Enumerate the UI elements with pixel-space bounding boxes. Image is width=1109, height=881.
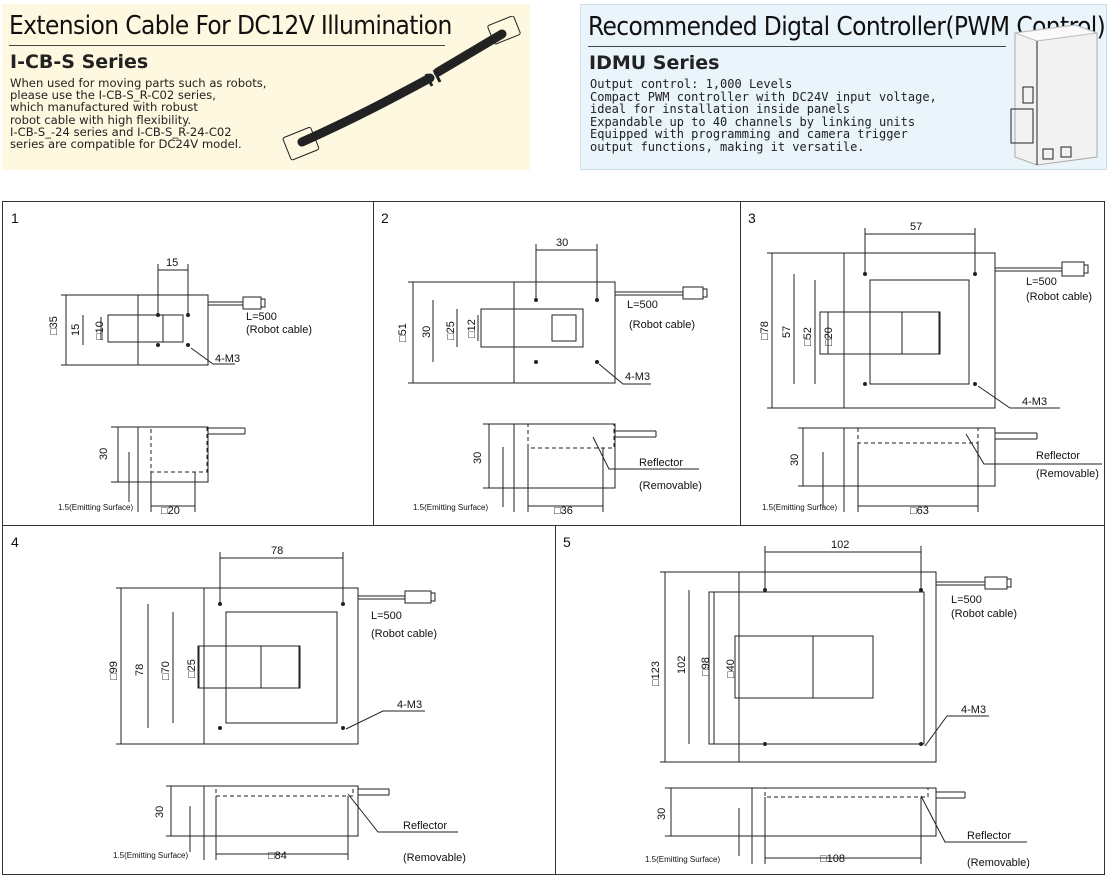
dim-pitch: 102: [676, 656, 688, 674]
dim-height: 30: [472, 452, 484, 464]
extension-cable-promo: Extension Cable For DC12V Illumination I…: [2, 4, 530, 170]
grid-divider: [740, 202, 741, 525]
reflector-note: (Removable): [1036, 468, 1099, 480]
dim-window: □20: [823, 327, 835, 346]
dim-window: □25: [186, 659, 198, 678]
screw-spec: 4-M3: [961, 704, 986, 716]
extension-cable-description: When used for moving parts such as robot…: [10, 76, 267, 152]
panel-number: 4: [11, 534, 19, 550]
panel-number: 5: [563, 534, 571, 550]
controller-promo: Recommended Digtal Controller(PWM Contro…: [580, 4, 1107, 170]
dim-outer: □123: [650, 661, 662, 686]
cable-length: L=500: [246, 311, 277, 323]
cable-type: (Robot cable): [951, 608, 1017, 620]
reflector-note: (Removable): [967, 857, 1030, 869]
cable-type: (Robot cable): [371, 628, 437, 640]
dim-outer: □78: [759, 321, 771, 340]
reflector-note: (Removable): [403, 852, 466, 864]
dim-mid: □70: [160, 661, 172, 680]
dimension-drawings-grid: 1 15 □35 15 □10 L=500 (Robot cable) 4-M3: [2, 201, 1105, 875]
screw-spec: 4-M3: [215, 353, 240, 365]
cable-length: L=500: [627, 299, 658, 311]
dim-bottom-width: □63: [910, 505, 929, 517]
dim-window: □10: [94, 321, 106, 340]
dim-bottom-width: □20: [161, 505, 180, 517]
controller-description: Output control: 1,000 Levels Compact PWM…: [590, 77, 937, 154]
dim-top-width: 102: [831, 539, 849, 551]
title-rule: [588, 46, 1006, 47]
dim-window: □40: [725, 659, 737, 678]
dim-mid: □52: [802, 327, 814, 346]
emitting-surface: 1.5(Emitting Surface): [645, 855, 720, 864]
dim-height: 30: [154, 806, 166, 818]
dim-outer: □35: [48, 316, 60, 335]
reflector-note: (Removable): [639, 480, 702, 492]
reflector-label: Reflector: [403, 820, 447, 832]
dim-bottom-width: □36: [554, 505, 573, 517]
dimension-drawing: 15 □35 15 □10 L=500 (Robot cable) 4-M3: [48, 257, 312, 517]
dim-pitch: 15: [70, 324, 82, 336]
emitting-surface: 1.5(Emitting Surface): [58, 503, 133, 512]
grid-divider: [555, 525, 556, 874]
cable-type: (Robot cable): [1026, 291, 1092, 303]
grid-divider: [373, 202, 374, 525]
screw-spec: 4-M3: [397, 699, 422, 711]
dimension-drawing: 102 □123 102 □98 □40 L=500 (Robot cable)…: [645, 539, 1030, 869]
extension-cable-image: [282, 16, 521, 161]
extension-cable-title: Extension Cable For DC12V Illumination: [9, 11, 452, 41]
dim-top-width: 78: [271, 545, 283, 557]
emitting-surface: 1.5(Emitting Surface): [113, 851, 188, 860]
dim-pitch: 57: [781, 326, 793, 338]
cable-length: L=500: [1026, 276, 1057, 288]
dim-bottom-width: □108: [820, 853, 845, 865]
reflector-label: Reflector: [1036, 450, 1080, 462]
reflector-label: Reflector: [639, 457, 683, 469]
dim-pitch: 78: [134, 664, 146, 676]
cable-length: L=500: [371, 610, 402, 622]
dim-mid: □25: [445, 321, 457, 340]
dimension-drawing: 78 □99 78 □70 □25 L=500 (Robot cable) 4-…: [108, 545, 466, 864]
cable-type: (Robot cable): [246, 324, 312, 336]
drawing-panel-3: 3 57 □78 57 □52 □20 L=500 (Robot cable) …: [740, 202, 1104, 525]
dim-outer: □99: [108, 661, 120, 680]
dimension-drawing: 57 □78 57 □52 □20 L=500 (Robot cable) 4-…: [759, 221, 1102, 517]
cable-length: L=500: [951, 594, 982, 606]
controller-series: IDMU Series: [589, 52, 720, 74]
reflector-label: Reflector: [967, 830, 1011, 842]
panel-number: 1: [11, 210, 19, 226]
drawing-panel-5: 5 102 □123 102 □98 □40 L=500 (Robot cabl…: [555, 526, 1104, 874]
dim-height: 30: [98, 448, 110, 460]
grid-divider: [3, 525, 1104, 526]
dim-window: □12: [466, 319, 478, 338]
dim-mid: □98: [700, 657, 712, 676]
dimension-drawing: 30 □51 30 □25 □12 L=500 (Robot cable) 4-…: [397, 237, 708, 517]
dim-outer: □51: [397, 323, 409, 342]
panel-number: 2: [381, 210, 389, 226]
cable-type: (Robot cable): [629, 319, 695, 331]
screw-spec: 4-M3: [1022, 396, 1047, 408]
dim-top-width: 57: [910, 221, 922, 233]
title-rule: [9, 45, 445, 46]
drawing-panel-4: 4 78 □99 78 □70 □25 L=500 (Robot cable) …: [3, 526, 555, 874]
dim-bottom-width: □84: [268, 850, 287, 862]
dim-top-width: 30: [556, 237, 568, 249]
dim-top-width: 15: [166, 257, 178, 269]
drawing-panel-2: 2 30 □51 30 □25 □12 L=500 (Robot cable) …: [373, 202, 740, 525]
emitting-surface: 1.5(Emitting Surface): [413, 503, 488, 512]
extension-cable-series: I-CB-S Series: [10, 51, 149, 73]
panel-number: 3: [748, 210, 756, 226]
drawing-panel-1: 1 15 □35 15 □10 L=500 (Robot cable) 4-M3: [3, 202, 373, 525]
dim-height: 30: [789, 454, 801, 466]
emitting-surface: 1.5(Emitting Surface): [762, 503, 837, 512]
dim-pitch: 30: [421, 326, 433, 338]
controller-image: [1010, 24, 1098, 166]
screw-spec: 4-M3: [625, 371, 650, 383]
dim-height: 30: [656, 808, 668, 820]
